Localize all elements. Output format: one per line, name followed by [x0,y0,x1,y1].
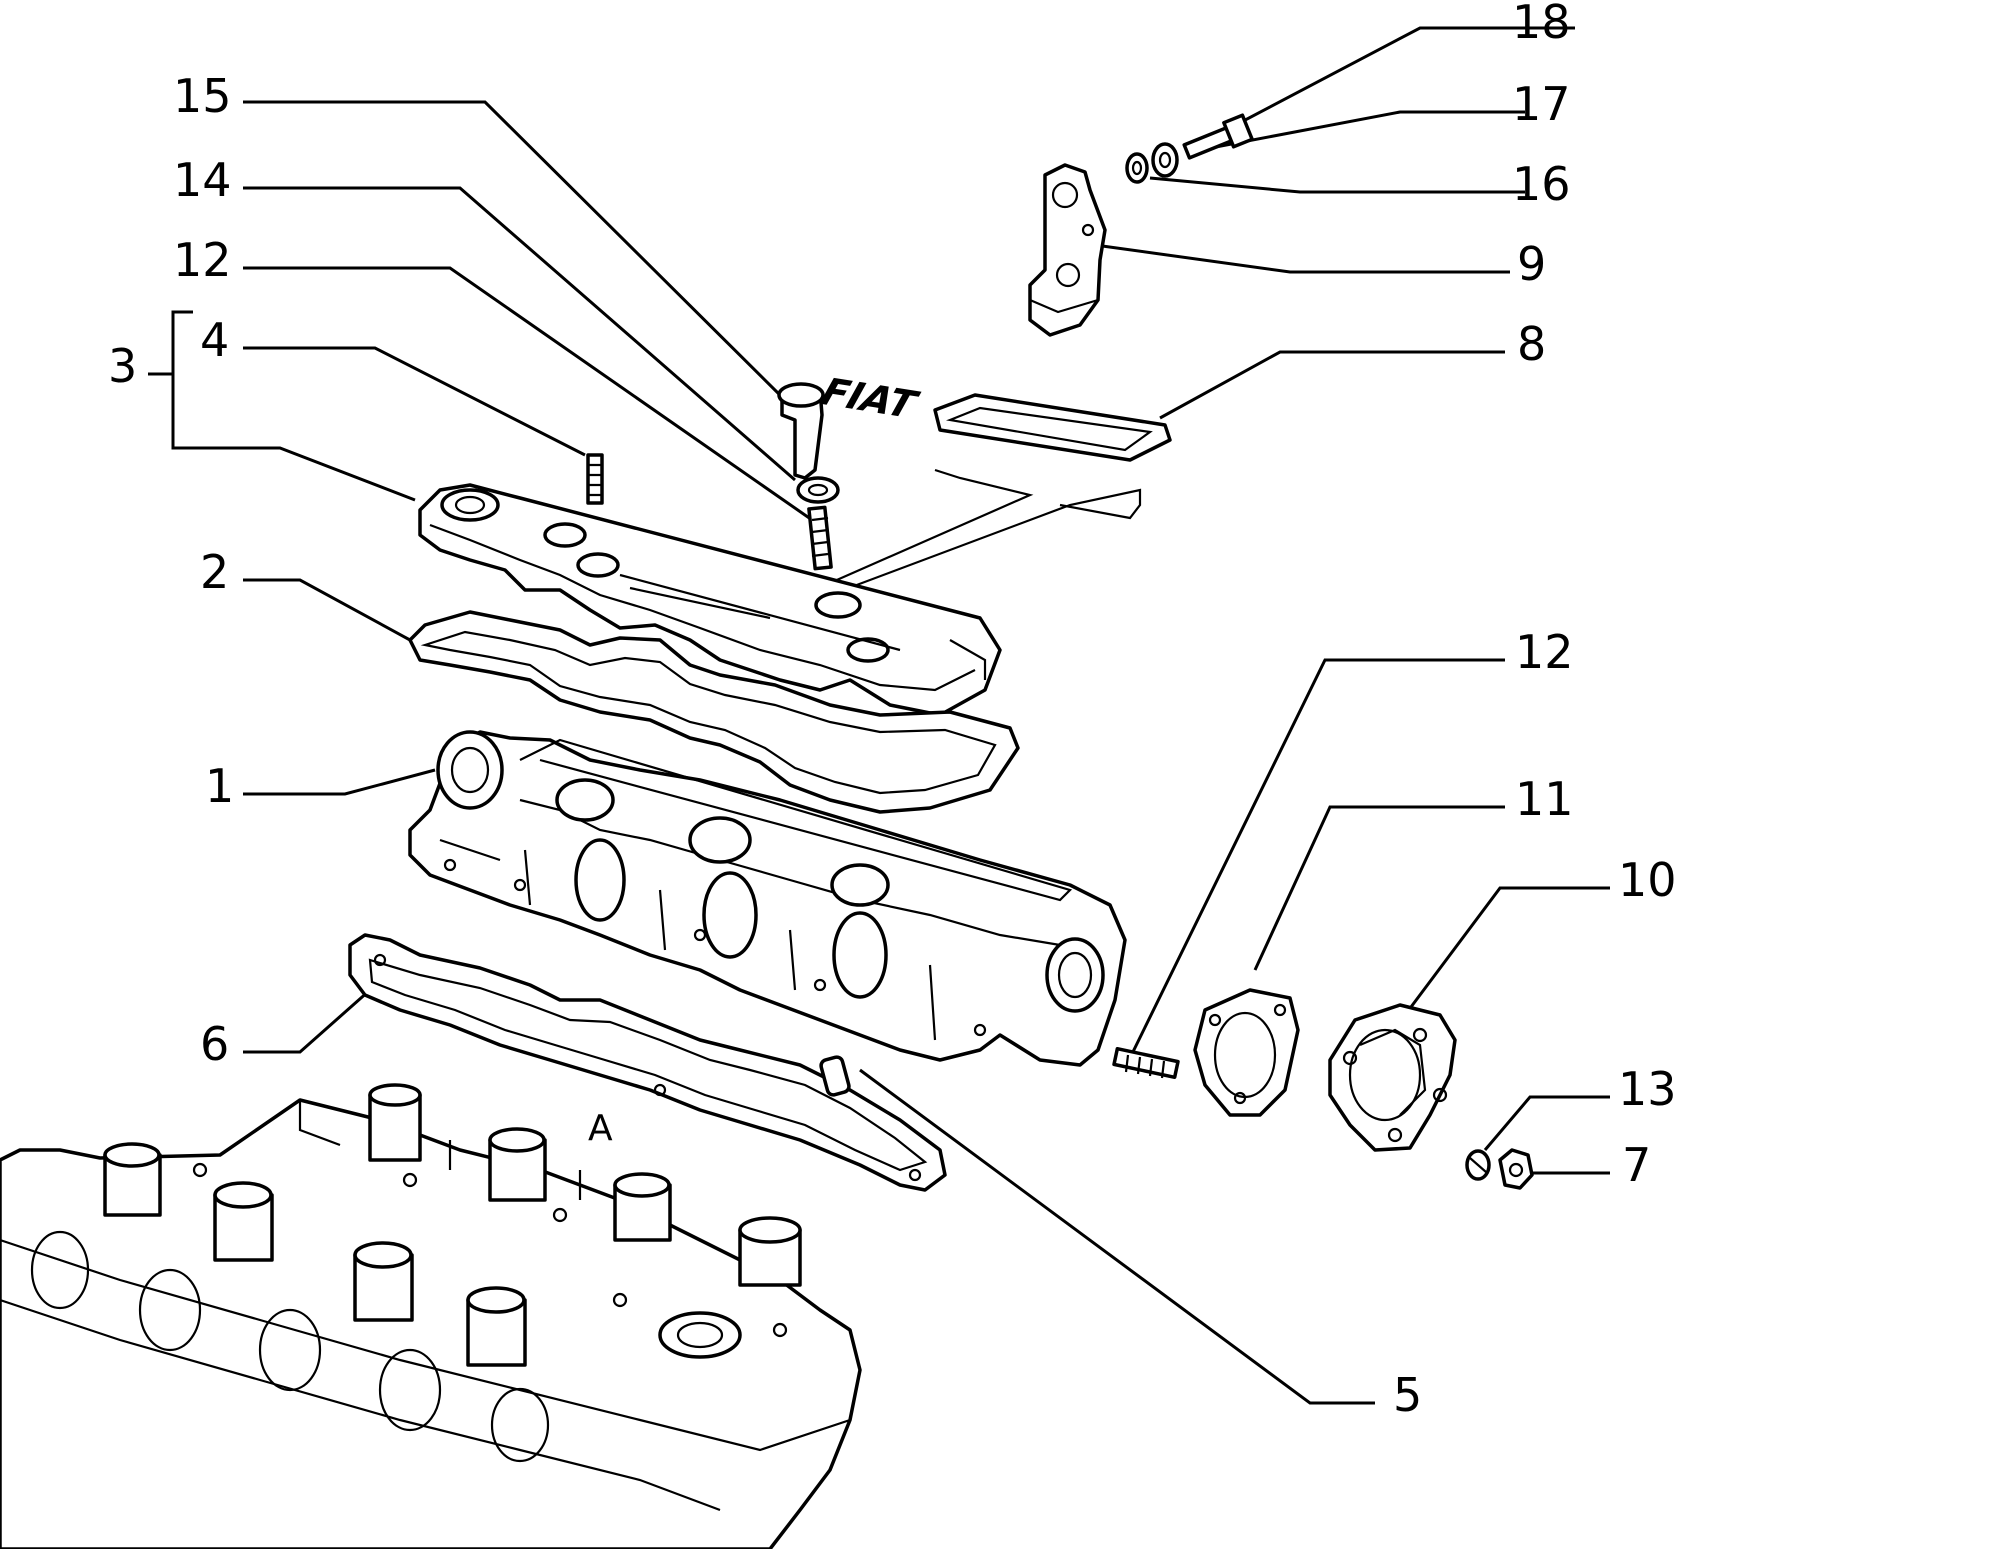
callout-5: 5 [1393,1368,1422,1422]
callout-18: 18 [1512,0,1571,49]
washer-17-hole [1158,151,1172,169]
washer-17 [1151,142,1179,178]
stud-12b [1112,1046,1180,1080]
cylinder-head [0,1083,862,1549]
callout-labels: 18 17 16 9 8 15 14 12 4 3 2 1 6 5 12 11 … [108,0,1677,1422]
leader-1 [243,768,436,796]
callout-16: 16 [1512,157,1571,211]
washer-16-hole [1131,160,1143,176]
leader-lines [148,26,1610,1405]
view-label: A [588,1108,613,1149]
washer-14 [796,476,840,504]
callout-10: 10 [1618,853,1677,907]
callout-11: 11 [1515,772,1574,826]
leader-5 [859,1068,1375,1405]
nut-7 [1498,1148,1534,1190]
washer-16 [1125,152,1149,184]
bolt-18-head [1222,113,1254,149]
callout-8: 8 [1517,317,1546,371]
stud-4 [586,453,604,505]
leader-14 [243,186,796,482]
bracket-9 [1028,163,1107,337]
leader-4 [243,346,586,457]
cover-gasket-2 [408,610,1020,814]
badge-text: FIAT [811,372,925,427]
leader-10 [1403,886,1610,1016]
leader-2 [243,578,411,642]
carrier-1 [408,730,1127,1067]
leader-6 [243,988,371,1054]
flange-10 [1328,1003,1457,1152]
badge-connector-2 [789,488,1142,612]
nut-washer [1465,1148,1534,1190]
callout-12a: 12 [173,233,232,287]
bracket-3 [171,310,416,502]
stud-12a [807,505,833,571]
callout-4: 4 [200,313,229,367]
tappets [103,1083,802,1367]
bolt-assembly [1125,113,1254,184]
callout-9: 9 [1517,237,1546,291]
leader-12a [243,266,816,524]
badge-8: FIAT [811,372,1172,462]
callout-14: 14 [173,153,232,207]
leader-16 [1149,176,1525,194]
callout-7: 7 [1622,1138,1651,1192]
leader-9 [1094,243,1510,274]
manifold-gasket-6 [348,933,947,1192]
valve-cover-3 [418,483,1002,717]
flange-assembly [1112,988,1457,1152]
callout-2: 2 [200,545,229,599]
dowel-5 [819,1055,851,1097]
badge-connector [779,468,1034,607]
leader-17 [1199,110,1525,152]
leader-8 [1159,350,1505,420]
leader-15 [243,100,787,402]
callout-13: 13 [1618,1062,1677,1116]
leader-13 [1483,1095,1610,1151]
leader-12b [1126,658,1505,1063]
callout-3: 3 [108,339,137,393]
leader-18 [1229,26,1575,130]
callout-15: 15 [173,69,232,123]
callout-17: 17 [1512,77,1571,131]
cover-fasteners [586,382,840,571]
callout-6: 6 [200,1017,229,1071]
leader-11 [1253,805,1505,971]
callout-1: 1 [205,759,234,813]
callout-12b: 12 [1515,625,1574,679]
